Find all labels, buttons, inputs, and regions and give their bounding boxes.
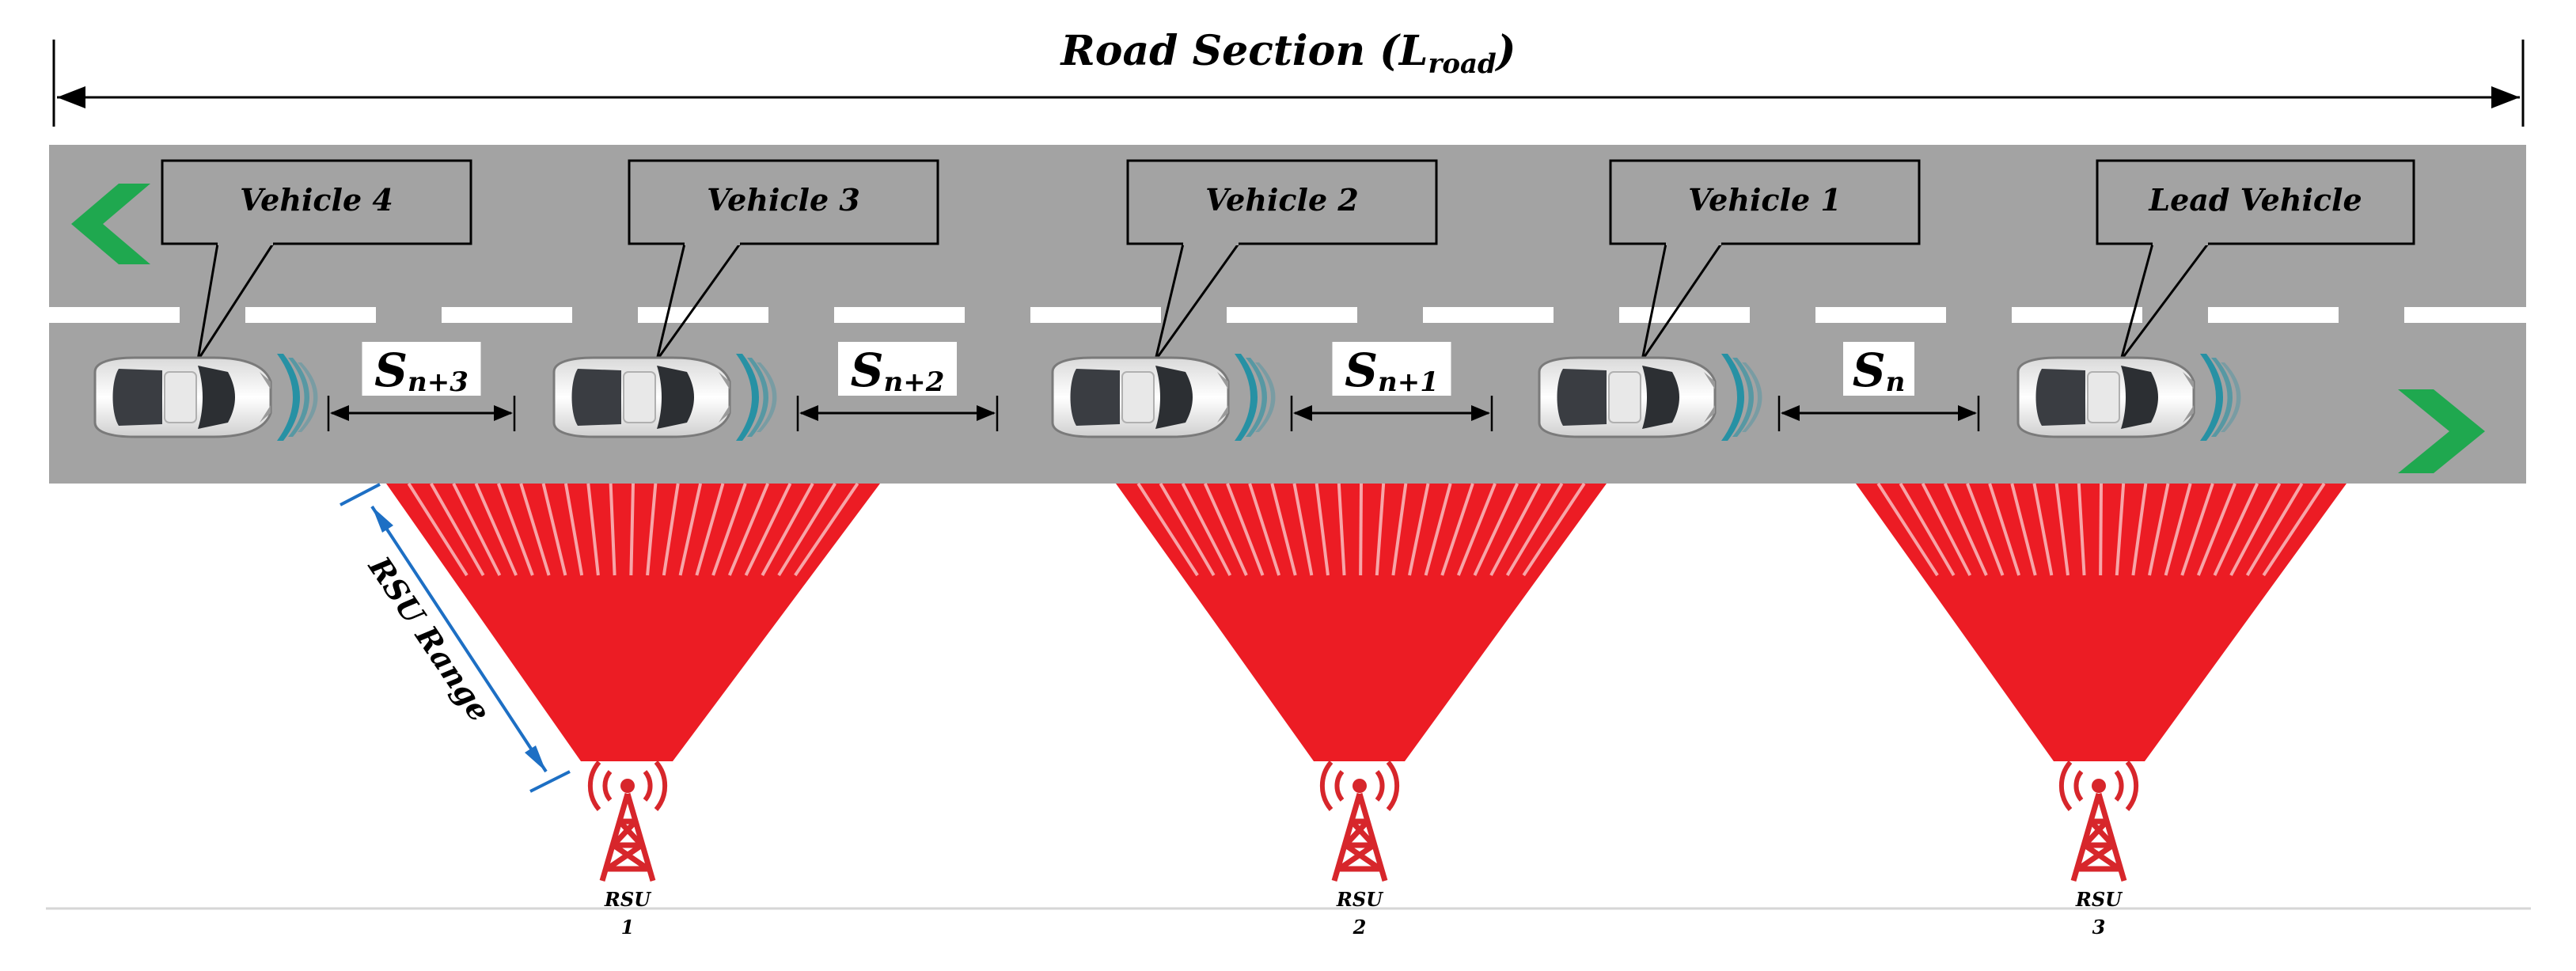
vehicle-callout-box (1126, 159, 1438, 245)
car-top-view-icon (1051, 356, 1230, 438)
spacing-label: Sn+1 (1345, 343, 1439, 398)
spacing-sn: Sn (1777, 342, 1980, 431)
car-top-view-icon (93, 356, 272, 438)
vehicle-label: Vehicle 3 (707, 182, 860, 218)
lane-markings (49, 307, 2526, 323)
rsu-beams (386, 482, 2346, 761)
road-section-dimension: Road Section (Lroad) (52, 27, 2525, 127)
lane-dash (442, 307, 572, 323)
vehicle-label: Lead Vehicle (2148, 182, 2362, 218)
vehicle-callout-box (161, 159, 472, 245)
rsu-beam-2 (1116, 482, 1607, 761)
chevron-left-icon (71, 184, 150, 264)
car-top-view-icon (1538, 356, 1717, 438)
vehicle-3: Vehicle 3 (552, 159, 939, 441)
spacing-label: Sn+3 (374, 343, 469, 398)
spacing-label: Sn (1853, 343, 1906, 398)
spacing-label-bg (362, 342, 481, 396)
rsu-2: RSU 2 (1322, 762, 1397, 939)
lane-dash (2404, 307, 2526, 323)
vehicle-callout-box (628, 159, 939, 245)
rsu-number: 2 (1352, 916, 1367, 939)
spacing-label-bg (1843, 342, 1914, 396)
spacing-markers: Sn+3 Sn+2 Sn+1 Sn (327, 342, 1980, 431)
car-top-view-icon (2016, 356, 2195, 438)
lane-dash (1030, 307, 1161, 323)
lane-dash (49, 307, 180, 323)
vehicle-callout-box (2096, 159, 2415, 245)
vehicles: Vehicle 4 Vehicle 3 Vehicle 2 Vehicle 1 Lead… (93, 159, 2415, 441)
rsu-units: RSU 1 RSU 2 RSU 3 (590, 762, 2136, 939)
lane-dash (638, 307, 768, 323)
radio-tower-icon (1322, 762, 1397, 881)
rsu-label: RSU (1336, 888, 1384, 911)
lane-dash (1423, 307, 1554, 323)
rsu-label: RSU (2075, 888, 2123, 911)
lane-dash (2208, 307, 2339, 323)
vehicle-2: Vehicle 2 (1051, 159, 1438, 441)
radio-tower-icon (2062, 762, 2136, 881)
vehicle-1: Vehicle 1 (1538, 159, 1921, 441)
rsu-beam-3 (1856, 482, 2346, 761)
rsu-number: 3 (2092, 916, 2106, 939)
spacing-label-bg (838, 342, 957, 396)
vehicle-4: Vehicle 4 (93, 159, 472, 441)
spacing-label: Sn+2 (851, 343, 945, 398)
vehicle-callout-box (1609, 159, 1921, 245)
chevron-right-icon (2398, 389, 2485, 473)
rsu-beam-1 (386, 482, 880, 761)
spacing-snplus2: Sn+2 (796, 342, 999, 431)
vehicle-label: Vehicle 4 (240, 182, 393, 218)
vehicle-lead: Lead Vehicle (2016, 159, 2415, 441)
rsu-1: RSU 1 (590, 762, 665, 939)
lane-dash (834, 307, 965, 323)
vehicle-label: Vehicle 2 (1205, 182, 1359, 218)
road-section-label: Road Section (Lroad) (1060, 27, 1516, 80)
radio-tower-icon (590, 762, 665, 881)
lane-dash (1227, 307, 1357, 323)
lane-dash (1815, 307, 1946, 323)
rsu-number: 1 (621, 916, 635, 939)
lane-dash (2012, 307, 2142, 323)
spacing-label-bg (1332, 342, 1451, 396)
spacing-snplus3: Sn+3 (327, 342, 516, 431)
lane-dash (1619, 307, 1750, 323)
rsu-label: RSU (604, 888, 652, 911)
spacing-snplus1: Sn+1 (1290, 342, 1493, 431)
vehicle-label: Vehicle 1 (1688, 182, 1842, 218)
car-top-view-icon (552, 356, 731, 438)
lane-dash (245, 307, 376, 323)
rsu-3: RSU 3 (2062, 762, 2136, 939)
